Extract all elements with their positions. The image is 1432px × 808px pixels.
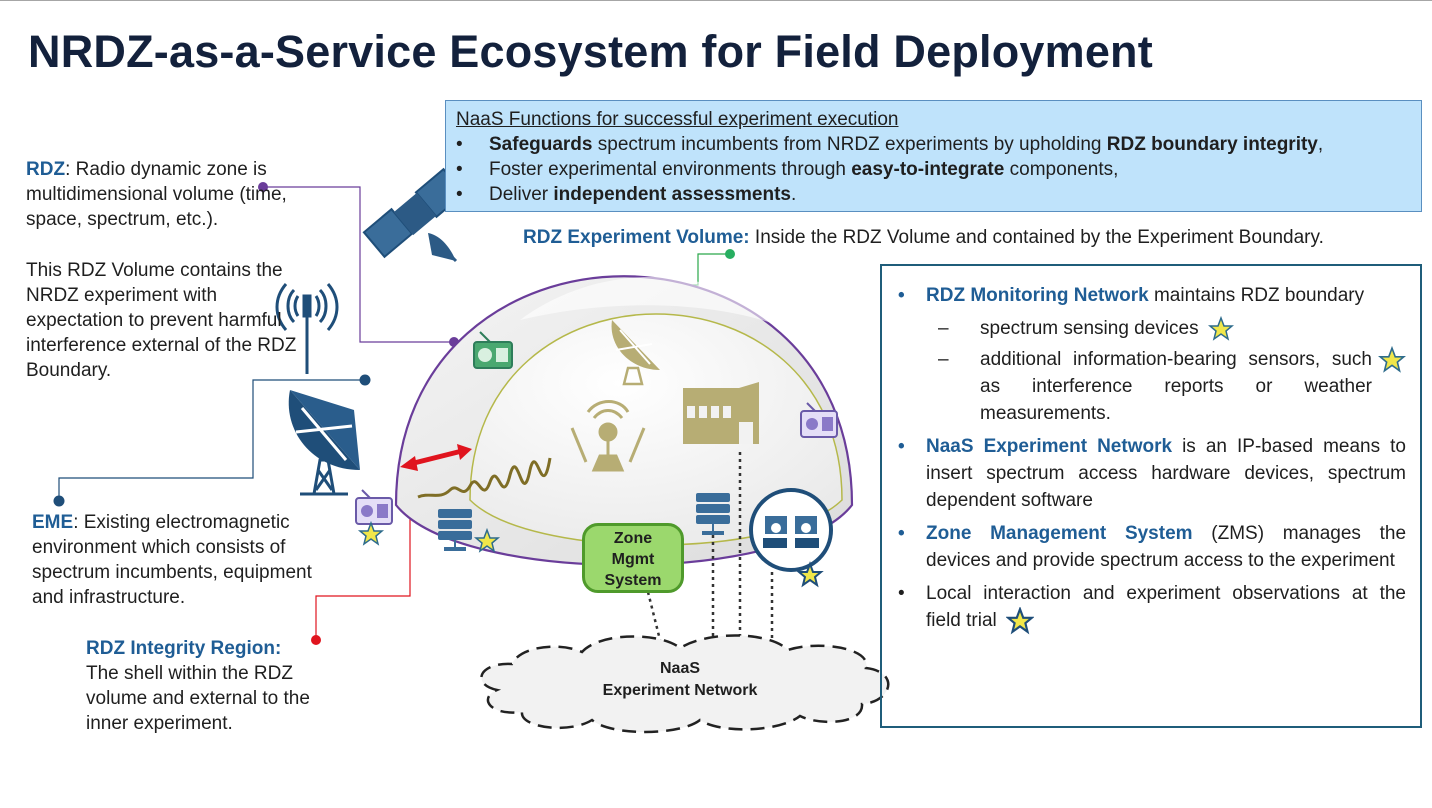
eme-text: : Existing electromagnetic environment w… bbox=[32, 512, 312, 608]
zone-mgmt-system-box: Zone Mgmt System bbox=[582, 523, 684, 593]
dash: – bbox=[938, 349, 949, 370]
naas-function-item: Foster experimental environments through… bbox=[456, 157, 1411, 182]
satellite-icon bbox=[362, 167, 466, 263]
eme-description: EME: Existing electromagnetic environmen… bbox=[32, 510, 328, 610]
experiment-volume-label: RDZ Experiment Volume: Inside the RDZ Vo… bbox=[523, 227, 1324, 249]
star-icon-radio-left bbox=[357, 520, 385, 546]
top-rule bbox=[0, 0, 1432, 1]
radio-icon-green bbox=[473, 331, 513, 369]
experiment-network-label: NaaS Experiment Network bbox=[590, 658, 770, 702]
integrity-term: RDZ Integrity Region: bbox=[86, 638, 282, 659]
star-icon bbox=[1207, 315, 1234, 341]
item-text: . bbox=[791, 184, 797, 205]
rdz-volume-description: This RDZ Volume contains the NRDZ experi… bbox=[26, 260, 297, 381]
naas-function-item: Deliver independent assessments. bbox=[456, 182, 1411, 207]
rdz-text: : Radio dynamic zone is multidimensional… bbox=[26, 159, 287, 230]
page-title: NRDZ-as-a-Service Ecosystem for Field De… bbox=[28, 26, 1153, 77]
eme-connector-dot-top bbox=[359, 374, 371, 386]
zms-item: • Zone Management System (ZMS) manages t… bbox=[896, 520, 1406, 574]
info-sensors-subitem: – additional information-bearing sensors… bbox=[896, 346, 1406, 427]
bullet: • bbox=[898, 285, 905, 306]
experiment-net-text: is an IP-based means to insert spectrum … bbox=[926, 436, 1406, 511]
olive-dish-icon bbox=[611, 320, 660, 386]
item-text: , bbox=[1317, 134, 1324, 155]
network-line: Experiment Network bbox=[602, 682, 758, 699]
zms-line: Mgmt bbox=[611, 551, 655, 568]
experiment-net-term: NaaS Experiment Network bbox=[926, 436, 1173, 457]
zms-line: Zone bbox=[613, 530, 653, 547]
bold-term: RDZ boundary integrity bbox=[1106, 134, 1318, 155]
sub1-text: spectrum sensing devices bbox=[980, 318, 1199, 339]
star-icon-server-left bbox=[473, 527, 501, 553]
volume-connector-dot bbox=[725, 249, 735, 259]
bold-term: Safeguards bbox=[489, 134, 593, 155]
integrity-text: The shell within the RDZ volume and exte… bbox=[86, 663, 310, 734]
star-icon bbox=[1378, 346, 1406, 373]
radio-icon-purple-left bbox=[355, 489, 393, 525]
star-icon bbox=[1006, 607, 1035, 635]
rdz-connector-dot bbox=[258, 182, 268, 192]
integrity-region-description: RDZ Integrity Region: The shell within t… bbox=[86, 636, 324, 736]
network-line: NaaS bbox=[659, 660, 701, 677]
local-interaction-item: • Local interaction and experiment obser… bbox=[896, 580, 1406, 635]
network-cloud bbox=[480, 634, 890, 734]
item-text: Foster experimental environments through bbox=[489, 159, 852, 180]
dome-highlight bbox=[520, 276, 790, 330]
network-components-box: • RDZ Monitoring Network maintains RDZ b… bbox=[880, 264, 1422, 728]
naas-functions-box: NaaS Functions for successful experiment… bbox=[445, 100, 1422, 212]
eme-connector bbox=[58, 379, 365, 501]
dash: – bbox=[938, 318, 949, 339]
integrity-arrow bbox=[400, 444, 472, 471]
radio-icon-purple-right bbox=[800, 402, 838, 438]
zms-line: System bbox=[604, 572, 662, 589]
naas-functions-heading: NaaS Functions for successful experiment… bbox=[456, 109, 899, 130]
local-text: Local interaction and experiment observa… bbox=[926, 583, 1406, 632]
bullet: • bbox=[898, 436, 905, 457]
eme-connector-dot-bottom bbox=[53, 495, 65, 507]
monitoring-term: RDZ Monitoring Network bbox=[926, 285, 1149, 306]
experiment-volume-text: Inside the RDZ Volume and contained by t… bbox=[749, 227, 1324, 248]
sub2-text: additional information-bearing sensors, … bbox=[980, 349, 1372, 424]
bold-term: independent assessments bbox=[553, 184, 791, 205]
naas-function-item: Safeguards spectrum incumbents from NRDZ… bbox=[456, 132, 1411, 157]
server-icon-left bbox=[438, 509, 472, 551]
operators-icon bbox=[749, 488, 833, 572]
rdz-connector bbox=[263, 186, 454, 343]
cell-tower-icon bbox=[275, 283, 339, 374]
rdz-term: RDZ bbox=[26, 159, 66, 180]
rdz-description: RDZ: Radio dynamic zone is multidimensio… bbox=[26, 157, 316, 232]
experiment-volume-term: RDZ Experiment Volume: bbox=[523, 227, 750, 248]
cloud-connectors bbox=[646, 452, 774, 641]
naas-functions-list: Safeguards spectrum incumbents from NRDZ… bbox=[456, 132, 1411, 207]
item-text: spectrum incumbents from NRDZ experiment… bbox=[592, 134, 1107, 155]
monitoring-text: maintains RDZ boundary bbox=[1148, 285, 1365, 306]
factory-icon bbox=[683, 382, 759, 444]
eme-term: EME bbox=[32, 512, 74, 533]
experiment-network-item: • NaaS Experiment Network is an IP-based… bbox=[896, 433, 1406, 514]
zms-term: Zone Management System bbox=[926, 523, 1193, 544]
monitoring-network-item: • RDZ Monitoring Network maintains RDZ b… bbox=[896, 282, 1406, 309]
integrity-connector-dot-bottom bbox=[311, 635, 321, 645]
server-icon-center bbox=[696, 493, 730, 535]
zms-text: (ZMS) manages the devices and provide sp… bbox=[926, 523, 1407, 571]
item-text: components, bbox=[1004, 159, 1119, 180]
bullet: • bbox=[898, 523, 905, 544]
antenna-icon bbox=[570, 400, 646, 472]
item-text: Deliver bbox=[489, 184, 554, 205]
sensing-devices-subitem: – spectrum sensing devices bbox=[896, 315, 1406, 342]
star-icon-operators bbox=[796, 561, 824, 588]
bullet: • bbox=[898, 583, 905, 604]
satellite-dish-icon bbox=[288, 390, 360, 496]
bold-term: easy-to-integrate bbox=[851, 159, 1005, 180]
signal-wave bbox=[417, 457, 552, 499]
integrity-connector bbox=[315, 478, 411, 640]
